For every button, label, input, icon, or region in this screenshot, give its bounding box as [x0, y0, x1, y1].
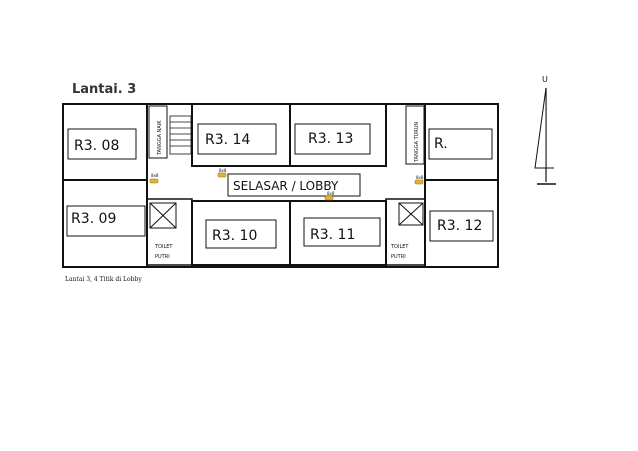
- svg-text:8x8: 8x8: [327, 191, 335, 196]
- room-label-r314: R3. 14: [205, 132, 250, 148]
- toilet-right: [385, 198, 426, 266]
- shaft-right-icon: [398, 202, 424, 226]
- label-box-r309: [66, 205, 146, 237]
- stair-up-label: TANGGA NAIK: [157, 120, 163, 156]
- room-label-r308: R3. 08: [74, 138, 119, 154]
- label-box-r311: [303, 217, 381, 247]
- label-box-rpartial: [428, 128, 493, 160]
- lobby-label-box: [227, 173, 361, 197]
- toilet-right-line2: PUTRI: [391, 254, 406, 260]
- room-label-r309: R3. 09: [71, 211, 116, 227]
- floor-title: Lantai. 3: [72, 82, 136, 97]
- access-point-4: 8x8: [414, 175, 424, 185]
- stair-down-label: TANGGA TURUN: [414, 122, 420, 163]
- access-point-1: 8x8: [149, 173, 159, 184]
- svg-text:8x8: 8x8: [219, 168, 227, 173]
- access-point-3: 8x8: [324, 191, 335, 201]
- svg-text:8x8: 8x8: [151, 173, 159, 178]
- stair-up-label-box: [148, 105, 168, 159]
- toilet-left-line2: PUTRI: [155, 254, 170, 260]
- label-box-r314: [197, 123, 277, 155]
- room-label-r311: R3. 11: [310, 227, 355, 243]
- label-box-r313: [294, 123, 371, 155]
- shaft-left-icon: [149, 202, 177, 229]
- room-label-r313: R3. 13: [308, 131, 353, 147]
- label-box-r312: [429, 210, 494, 242]
- svg-text:U: U: [542, 75, 548, 84]
- toilet-left-line1: TOILET: [154, 244, 173, 250]
- toilet-left: [146, 198, 193, 266]
- access-point-2: 8x8: [217, 168, 227, 178]
- label-box-r308: [67, 128, 137, 160]
- north-arrow-icon: U: [534, 75, 556, 185]
- room-r313: [289, 103, 387, 167]
- room-label-rpartial: R.: [434, 136, 448, 152]
- caption: Lantai 3, 4 Titik di Lobby: [65, 276, 142, 283]
- label-box-r310: [205, 219, 277, 249]
- svg-text:8x8: 8x8: [416, 175, 424, 180]
- stair-up-icon: [169, 115, 192, 155]
- room-label-r310: R3. 10: [212, 228, 257, 244]
- lobby-label: SELASAR / LOBBY: [233, 179, 339, 193]
- room-label-r312: R3. 12: [437, 218, 482, 234]
- toilet-right-line1: TOILET: [390, 244, 409, 250]
